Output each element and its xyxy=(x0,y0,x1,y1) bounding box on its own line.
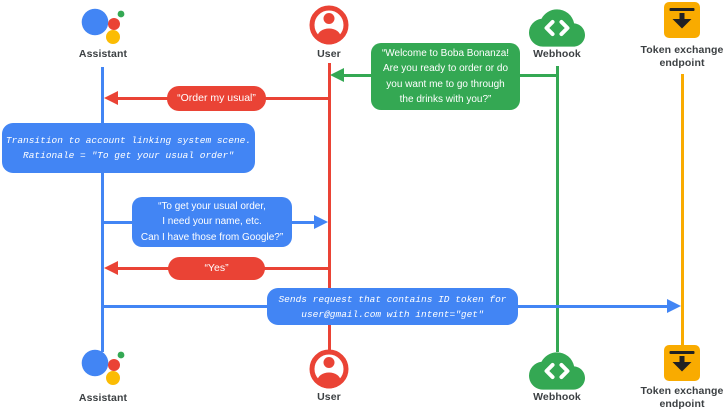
token-endpoint-icon xyxy=(664,345,700,381)
assistant-icon xyxy=(81,349,125,385)
yes-message-text: “Yes” xyxy=(204,261,229,274)
token-endpoint-lifeline xyxy=(681,74,684,345)
assistant-icon xyxy=(81,8,125,44)
welcome-line-2: Are you ready to order or do xyxy=(382,63,509,74)
ask-permission-bubble: “To get your usual order, I need your na… xyxy=(132,197,292,247)
webhook-top-label: Webhook xyxy=(533,48,581,60)
welcome-arrowhead xyxy=(330,68,344,82)
order-arrowhead xyxy=(104,91,118,105)
ask-line-2: I need your name, etc. xyxy=(162,216,262,228)
token-endpoint-top-label: Token exchange endpoint xyxy=(640,44,724,69)
user-top-label: User xyxy=(317,48,341,60)
user-bottom-label: User xyxy=(317,391,341,403)
webhook-lifeline xyxy=(556,66,559,352)
token-endpoint-bottom-label: Token exchange endpoint xyxy=(640,385,724,410)
user-icon xyxy=(309,5,349,45)
webhook-icon xyxy=(529,352,585,390)
user-icon xyxy=(309,349,349,389)
transition-line-2: Rationale = "To get your usual order" xyxy=(23,150,234,161)
ask-line-3: Can I have those from Google?” xyxy=(140,231,284,243)
assistant-lifeline xyxy=(101,67,104,352)
token-endpoint-icon xyxy=(664,2,700,38)
welcome-line-3: you want me to go through xyxy=(386,78,505,90)
ask-arrowhead xyxy=(314,215,328,229)
order-message-bubble: “Order my usual” xyxy=(167,86,266,111)
user-lifeline xyxy=(328,63,331,350)
sends-request-arrowhead xyxy=(667,299,681,313)
welcome-line-1: “Welcome to Boba Bonanza! xyxy=(381,47,510,59)
welcome-line-4: the drinks with you?” xyxy=(399,94,492,105)
assistant-top-label: Assistant xyxy=(78,48,128,60)
sends-request-box: Sends request that contains ID token for… xyxy=(267,288,518,325)
yes-arrowhead xyxy=(104,261,118,275)
ask-line-1: “To get your usual order, xyxy=(158,200,266,212)
yes-message-bubble: “Yes” xyxy=(168,257,265,280)
transition-note-box: Transition to account linking system sce… xyxy=(2,123,255,173)
webhook-icon xyxy=(529,9,585,47)
sends-request-line-2: user@gmail.com with intent="get" xyxy=(301,308,484,320)
sends-request-line-1: Sends request that contains ID token for xyxy=(278,293,507,305)
order-message-text: “Order my usual” xyxy=(177,91,256,104)
webhook-bottom-label: Webhook xyxy=(533,391,581,403)
welcome-message-bubble: “Welcome to Boba Bonanza! Are you ready … xyxy=(371,43,520,110)
assistant-bottom-label: Assistant xyxy=(78,392,128,404)
transition-line-1: Transition to account linking system sce… xyxy=(5,135,252,146)
